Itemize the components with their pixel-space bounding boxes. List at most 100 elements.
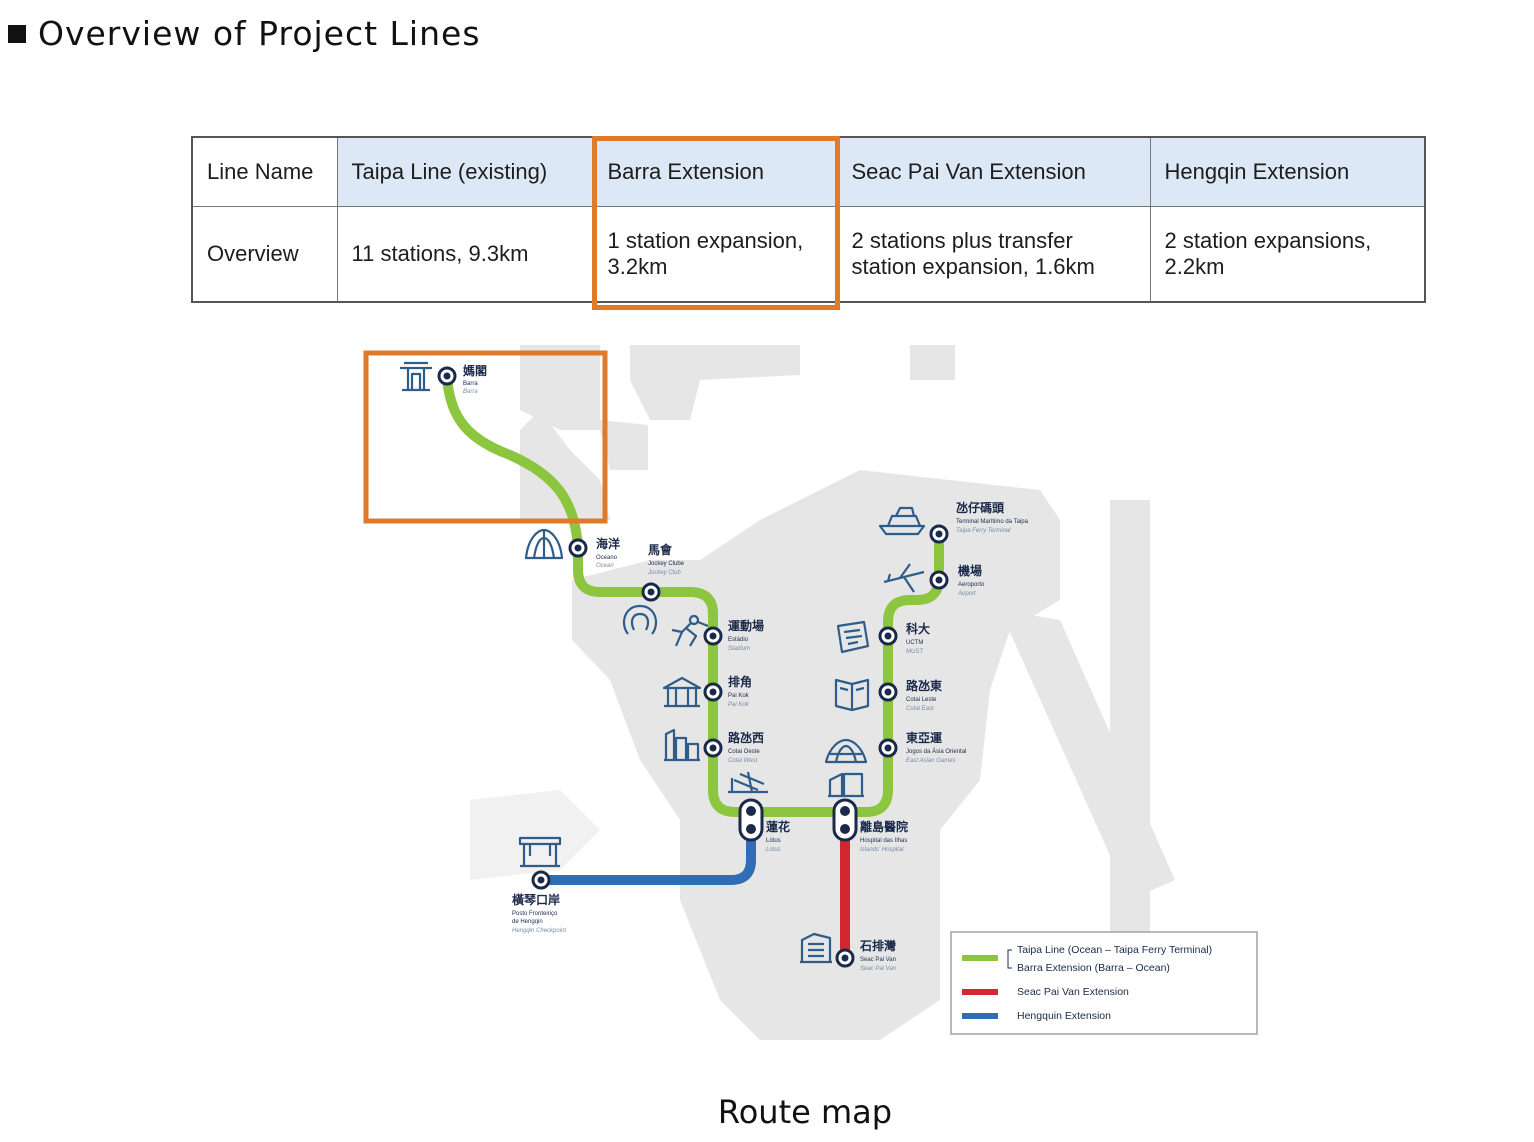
temple-roof	[400, 361, 432, 392]
label-must-zh: 科大	[906, 621, 930, 636]
barra-extension-highlight	[363, 350, 608, 524]
residence-icon	[800, 932, 832, 964]
core-barra	[443, 372, 451, 380]
legend-hengqin-label: Hengquin Extension	[1017, 1010, 1111, 1022]
label-hengqin-en: Hengqin Checkpoint	[512, 928, 566, 934]
core-airport	[935, 576, 943, 584]
lotus-dot-lower	[746, 824, 756, 834]
aquarium-dome-icon	[524, 528, 564, 560]
pavilion-shape	[662, 676, 702, 708]
label-ocean-pt: Oceano	[596, 555, 618, 561]
islands-dot-upper	[840, 806, 850, 816]
core-must	[884, 632, 892, 640]
table-cell-overview: Overview	[191, 206, 338, 303]
land-east-strip	[1000, 610, 1175, 900]
lotus-transfer-marker	[738, 798, 764, 842]
label-stadium-zh: 運動場	[728, 618, 764, 633]
label-stadium-en: Stadium	[728, 646, 750, 652]
label-must-pt: UCTM	[906, 640, 923, 646]
ferry-shape	[878, 506, 926, 536]
legend-seac-label: Seac Pai Van Extension	[1017, 986, 1129, 998]
islands-transfer-marker	[832, 798, 858, 842]
table-cell-hengqin-overview: 2 station expansions, 2.2km	[1149, 206, 1426, 303]
core-cotaieast	[884, 688, 892, 696]
checkpoint-gate-icon	[518, 836, 562, 868]
project-lines-table: Line Name Taipa Line (existing) Barra Ex…	[191, 136, 1426, 303]
landmark-icons	[400, 361, 926, 964]
core-stadium	[709, 632, 717, 640]
core-ferry	[935, 530, 943, 538]
label-jockey-pt: Jockey Clube	[648, 561, 685, 567]
table-cell-hengqin-extension: Hengqin Extension	[1149, 136, 1426, 207]
label-ocean-zh: 海洋	[596, 536, 620, 551]
station-marker-cores	[443, 372, 943, 962]
pavilion-icon	[662, 676, 702, 708]
bridge-shape	[728, 771, 768, 794]
legend-box	[950, 931, 1258, 1035]
label-islands-pt: Hospital das Ilhas	[860, 838, 907, 844]
airplane-icon	[883, 563, 925, 593]
lotus-dot-upper	[746, 806, 756, 816]
land-hengqin-patch	[470, 790, 600, 880]
label-must-en: MUST	[906, 649, 924, 655]
bridge-icon	[728, 771, 768, 794]
label-barra-en: Barra	[463, 389, 478, 395]
gate-shape	[518, 836, 562, 868]
core-hengqin	[537, 876, 545, 884]
core-cotaiwest	[709, 744, 717, 752]
hospital-building-icon	[828, 772, 864, 798]
core-ocean	[574, 544, 582, 552]
label-jockey-en: Jockey Club	[647, 570, 681, 576]
label-cotaieast-en: Cotai East	[906, 706, 934, 712]
horseshoe-icon	[622, 604, 658, 635]
label-seacpaivan-pt: Seac Pai Van	[860, 957, 896, 963]
ferry-icon	[878, 506, 926, 536]
hospital-shape	[828, 772, 864, 798]
square-bullet-icon	[8, 24, 26, 43]
label-jockey-zh: 馬會	[648, 542, 673, 557]
buildings-icon	[664, 728, 700, 762]
map-caption: Route map	[717, 1093, 893, 1131]
map-legend: Taipa Line (Ocean – Taipa Ferry Terminal…	[950, 931, 1258, 1035]
buildings-shape	[664, 728, 700, 762]
label-cotaieast-pt: Cotai Leste	[906, 697, 937, 703]
label-lotus-zh: 蓮花	[766, 819, 790, 834]
label-hengqin-pt2: de Hengqin	[512, 919, 543, 925]
land-cotai	[572, 470, 1060, 1040]
label-ferry-zh: 氹仔碼頭	[956, 500, 1005, 515]
station-labels: 媽閣 Barra Barra 海洋 Oceano Ocean 馬會 Jockey…	[462, 363, 1029, 972]
label-hengqin-pt1: Posto Fronteiriço	[512, 911, 558, 917]
legend-barra-label: Barra Extension (Barra – Ocean)	[1017, 962, 1170, 974]
label-lotus-en: Lotus	[766, 847, 781, 853]
book-shape	[834, 678, 870, 712]
label-airport-zh: 機場	[958, 563, 982, 578]
label-ocean-en: Ocean	[596, 563, 614, 569]
core-seacpaivan	[841, 954, 849, 962]
label-seacpaivan-zh: 石排灣	[859, 938, 896, 953]
horseshoe-shape	[622, 604, 658, 635]
page-heading-text: Overview of Project Lines	[38, 14, 481, 53]
label-airport-en: Airport	[957, 591, 976, 597]
book-icon	[834, 678, 870, 712]
label-eastasian-pt: Jogos da Ásia Oriental	[906, 748, 966, 755]
label-barra-pt: Barra	[463, 381, 478, 387]
table-cell-line-name: Line Name	[191, 136, 338, 207]
label-eastasian-zh: 東亞運	[906, 730, 942, 745]
label-barra-zh: 媽閣	[462, 363, 487, 378]
label-islands-zh: 離島醫院	[860, 819, 908, 834]
athlete-icon	[671, 614, 709, 647]
dome-arena-icon	[824, 738, 868, 764]
core-jockey	[647, 588, 655, 596]
residence-shape	[800, 932, 832, 964]
station-markers	[437, 366, 949, 968]
label-cotaiwest-pt: Cotai Oeste	[728, 749, 760, 755]
table-header-row: Line Name Taipa Line (existing) Barra Ex…	[191, 136, 1426, 207]
label-ferry-en: Taipa Ferry Terminal	[956, 528, 1011, 534]
table-cell-taipa-line: Taipa Line (existing)	[336, 136, 594, 207]
legend-bracket	[1007, 949, 1012, 969]
map-land	[470, 345, 1175, 1040]
label-cotaiwest-zh: 路氹西	[728, 730, 764, 745]
athlete-shape	[671, 614, 709, 647]
core-paikok	[709, 688, 717, 696]
